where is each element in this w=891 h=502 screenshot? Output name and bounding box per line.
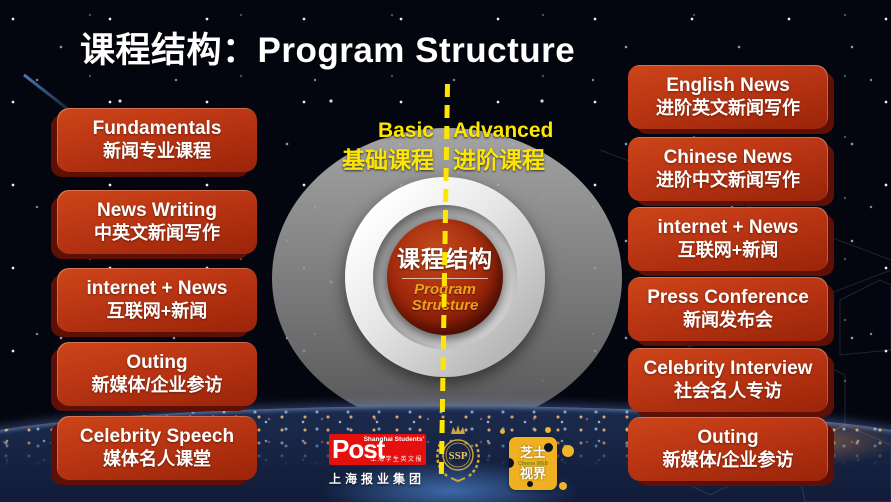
ssp-crown-emblem: SSP (436, 425, 480, 483)
course-title-zh: 新媒体/企业参访 (662, 449, 794, 470)
course-title-zh: 进阶英文新闻写作 (656, 97, 800, 118)
cheese-dot (562, 445, 574, 457)
course-title-zh: 中英文新闻写作 (94, 222, 220, 243)
course-title-zh: 进阶中文新闻写作 (656, 169, 800, 190)
course-title-zh: 新闻发布会 (683, 309, 773, 330)
cheese-vision-logo: 芝士 Cheese WEB 视界 (509, 437, 557, 490)
course-title-zh: 互联网+新闻 (106, 300, 208, 321)
post-wordmark: Post (332, 434, 385, 464)
post-logo: Post Shanghai Students' 上海学生英文报 上海报业集团 (329, 434, 426, 487)
course-title-en: Outing (126, 351, 188, 373)
course-title-en: Celebrity Speech (79, 425, 235, 447)
course-title-zh: 新闻专业课程 (103, 140, 211, 161)
course-title-zh: 媒体名人课堂 (103, 448, 211, 469)
course-title-zh: 社会名人专访 (674, 380, 782, 401)
cheese-subline: Cheese WEB (517, 460, 548, 467)
cheese-line1: 芝士 (519, 445, 546, 461)
ssp-monogram: SSP (449, 450, 468, 462)
post-subline: 上海学生英文报 (370, 457, 423, 463)
cheese-line2: 视界 (519, 465, 546, 481)
post-tagline: Shanghai Students' (363, 436, 424, 443)
course-title-en: Chinese News (663, 146, 793, 168)
cheese-dot (559, 482, 567, 490)
course-title-en: Outing (697, 426, 759, 448)
cheese-dot (500, 429, 505, 434)
course-title-en: Celebrity Interview (643, 357, 813, 379)
cheese-hole (544, 443, 553, 452)
label-basic-zh: 基础课程 (342, 147, 434, 173)
label-advanced-en: Advanced (453, 119, 554, 142)
course-title-en: English News (666, 74, 790, 96)
cheese-hole (527, 481, 533, 487)
cheese-dot (545, 427, 551, 433)
post-caption: 上海报业集团 (329, 472, 426, 486)
label-advanced-zh: 进阶课程 (453, 147, 545, 173)
post-logo-box: Post Shanghai Students' 上海学生英文报 (329, 434, 426, 465)
course-title-en: Fundamentals (92, 117, 222, 139)
course-title-en: internet + News (86, 277, 228, 299)
cheese-hole (509, 458, 514, 468)
course-title-en: Press Conference (647, 286, 809, 308)
course-title-zh: 新媒体/企业参访 (91, 374, 223, 395)
course-title-zh: 互联网+新闻 (677, 239, 779, 260)
page-title: 课程结构：Program Structure (80, 31, 576, 70)
course-title-en: internet + News (657, 216, 799, 238)
label-basic-en: Basic (377, 119, 434, 142)
course-title-en: News Writing (97, 199, 217, 221)
